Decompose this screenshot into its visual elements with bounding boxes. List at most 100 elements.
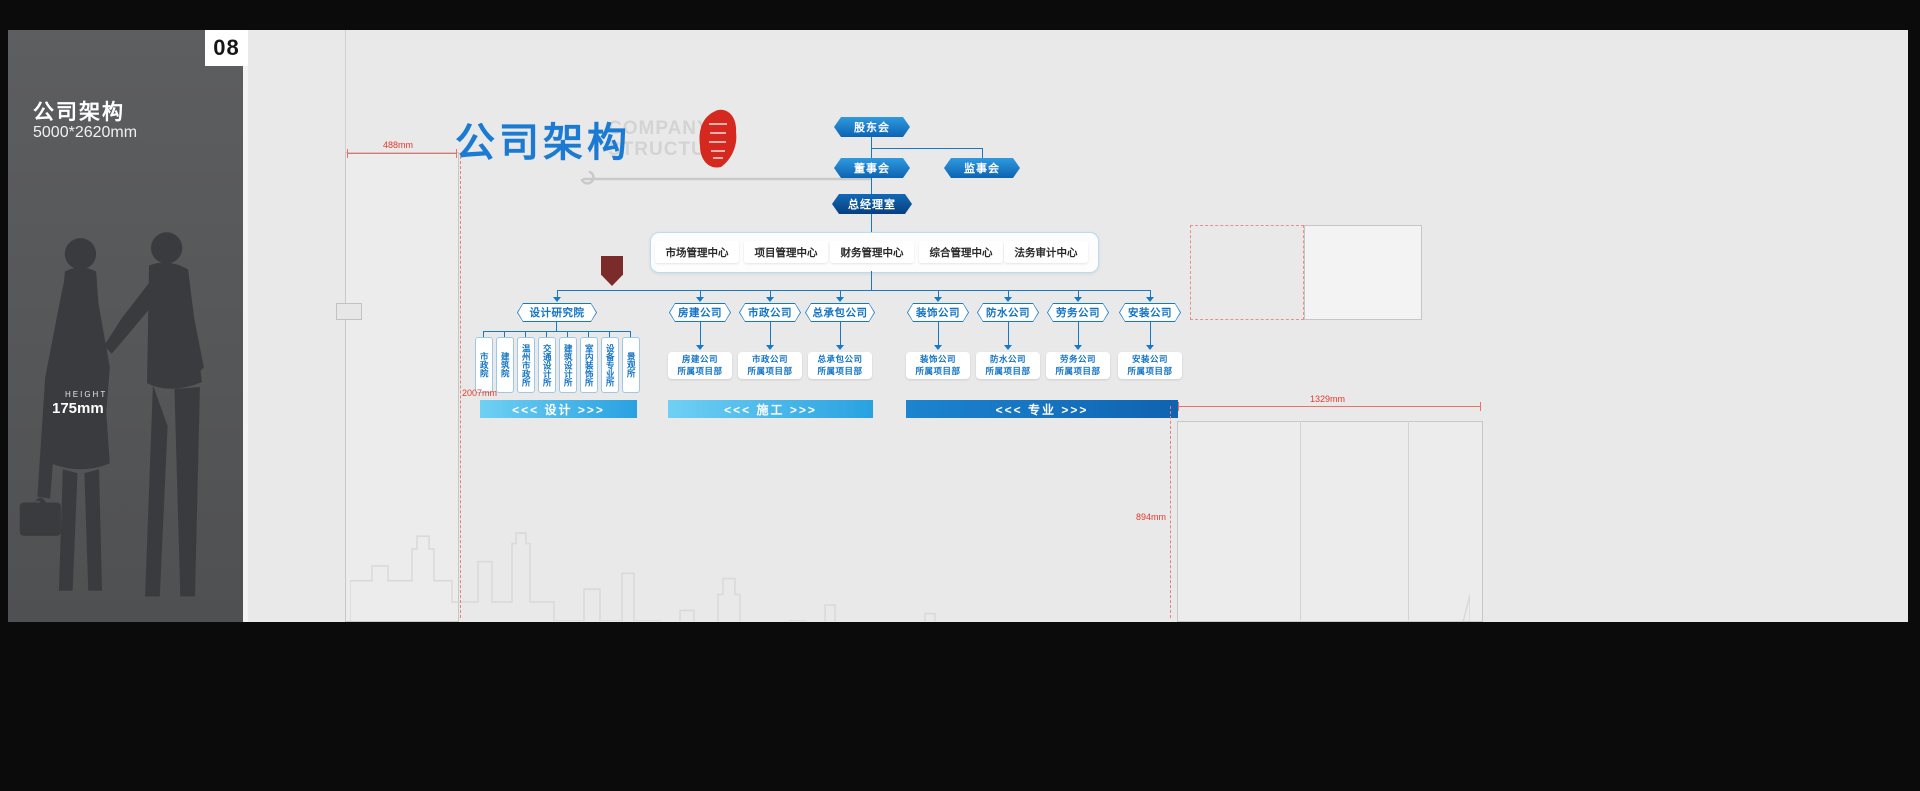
project-dept-box: 安装公司所属项目部 [1118,352,1182,379]
panel-title: 公司架构 [33,101,125,124]
design-dept-label: 温州市政所 [521,343,532,387]
company-box: 总承包公司 [805,303,875,322]
page-number: 08 [213,35,240,60]
center-label: 市场管理中心 [665,246,729,259]
measurement-label: 894mm [1136,512,1167,522]
arrow-down-icon [766,297,774,302]
dimension-tick [347,149,348,158]
project-dept-line1: 劳务公司 [1059,354,1096,365]
arrow-down-icon [934,345,942,350]
left-info-panel: 公司架构 5000*2620mm HEIGHT 175mm [8,30,243,622]
design-dept-label: 交通设计所 [542,343,553,387]
design-dept-box: 室内装饰所 [580,337,598,393]
company-box: 装饰公司 [907,303,969,322]
arrow-down-icon [553,297,561,302]
arrow-down-icon [1004,297,1012,302]
door-outline-left [345,152,459,622]
construction-category-bar: <<< 施工 >>> [668,400,873,418]
dimension-line [347,153,457,154]
shareholders-box: 股东会 [834,117,910,137]
project-dept-box: 总承包公司所属项目部 [808,352,872,379]
center-label: 项目管理中心 [754,246,818,259]
design-dept-box: 景观所 [622,337,640,393]
connector [525,331,526,337]
height-label: HEIGHT [65,390,108,399]
connector [567,331,568,337]
arrow-down-icon [836,297,844,302]
design-dept-box: 温州市政所 [517,337,535,393]
management-center-box: 财务管理中心 [830,241,914,263]
page-number-tab: 08 [205,30,248,66]
project-dept-box: 劳务公司所属项目部 [1046,352,1110,379]
door-outline-right [1177,421,1483,622]
layout-guide-solid-box [1304,225,1422,320]
project-dept-line1: 安装公司 [1131,354,1168,365]
city-skyline-outline [350,532,1470,621]
connector [938,322,939,345]
arrow-down-icon [696,345,704,350]
measurement-label: 2007mm [462,388,498,398]
connector [630,331,631,337]
connector [871,271,872,290]
company-label: 安装公司 [1120,304,1180,321]
design-dept-label: 景观所 [626,352,637,378]
board-of-directors-box: 董事会 [834,158,910,178]
company-box: 房建公司 [669,303,731,322]
connector [871,214,872,233]
project-dept-line2: 所属项目部 [1055,365,1101,376]
management-center-box: 市场管理中心 [655,241,739,263]
connector [1078,290,1079,297]
design-dept-box: 设备专业所 [601,337,619,393]
connector [871,178,872,194]
company-label: 市政公司 [740,304,800,321]
panel-dimensions: 5000*2620mm [33,124,138,141]
connector [557,290,558,297]
project-dept-line1: 装饰公司 [919,354,956,365]
connector [1008,290,1009,297]
dimension-line [1178,406,1481,407]
connector [840,290,841,297]
connector [871,148,983,149]
arrow-down-icon [696,297,704,302]
company-label: 总承包公司 [806,304,874,321]
connector [871,148,872,158]
arrow-down-icon [1074,297,1082,302]
connector [700,290,701,297]
arrow-down-icon [766,345,774,350]
connector [483,331,631,332]
project-dept-box: 市政公司所属项目部 [738,352,802,379]
arrow-down-icon [934,297,942,302]
center-label: 综合管理中心 [929,246,993,259]
company-label: 房建公司 [670,304,730,321]
connector [483,331,484,337]
connector [770,322,771,345]
arrow-down-icon [1074,345,1082,350]
dimension-tick [456,149,457,158]
shareholders-label: 股东会 [854,122,890,134]
layout-guide-dashed-box [1190,225,1304,320]
decorative-scroll-line [580,170,872,185]
company-box: 安装公司 [1119,303,1181,322]
project-dept-box: 防水公司所属项目部 [976,352,1040,379]
gm-office-label: 总经理室 [848,199,896,211]
connector [546,331,547,337]
connector [504,331,505,337]
arrow-down-icon [1004,345,1012,350]
company-label: 劳务公司 [1048,304,1108,321]
door-divider [1408,421,1409,620]
connector [588,331,589,337]
project-dept-line2: 所属项目部 [915,365,961,376]
management-center-box: 综合管理中心 [919,241,1003,263]
design-dept-box: 交通设计所 [538,337,556,393]
arrow-down-icon [1146,345,1154,350]
bar-label: <<< 设计 >>> [512,402,605,417]
company-label: 装饰公司 [908,304,968,321]
center-label: 财务管理中心 [840,246,904,259]
project-dept-line1: 防水公司 [989,354,1026,365]
connector [871,137,872,148]
height-value: 175mm [52,400,104,417]
dimension-tick [1480,402,1481,411]
project-dept-line2: 所属项目部 [817,365,863,376]
project-dept-line1: 房建公司 [681,354,718,365]
